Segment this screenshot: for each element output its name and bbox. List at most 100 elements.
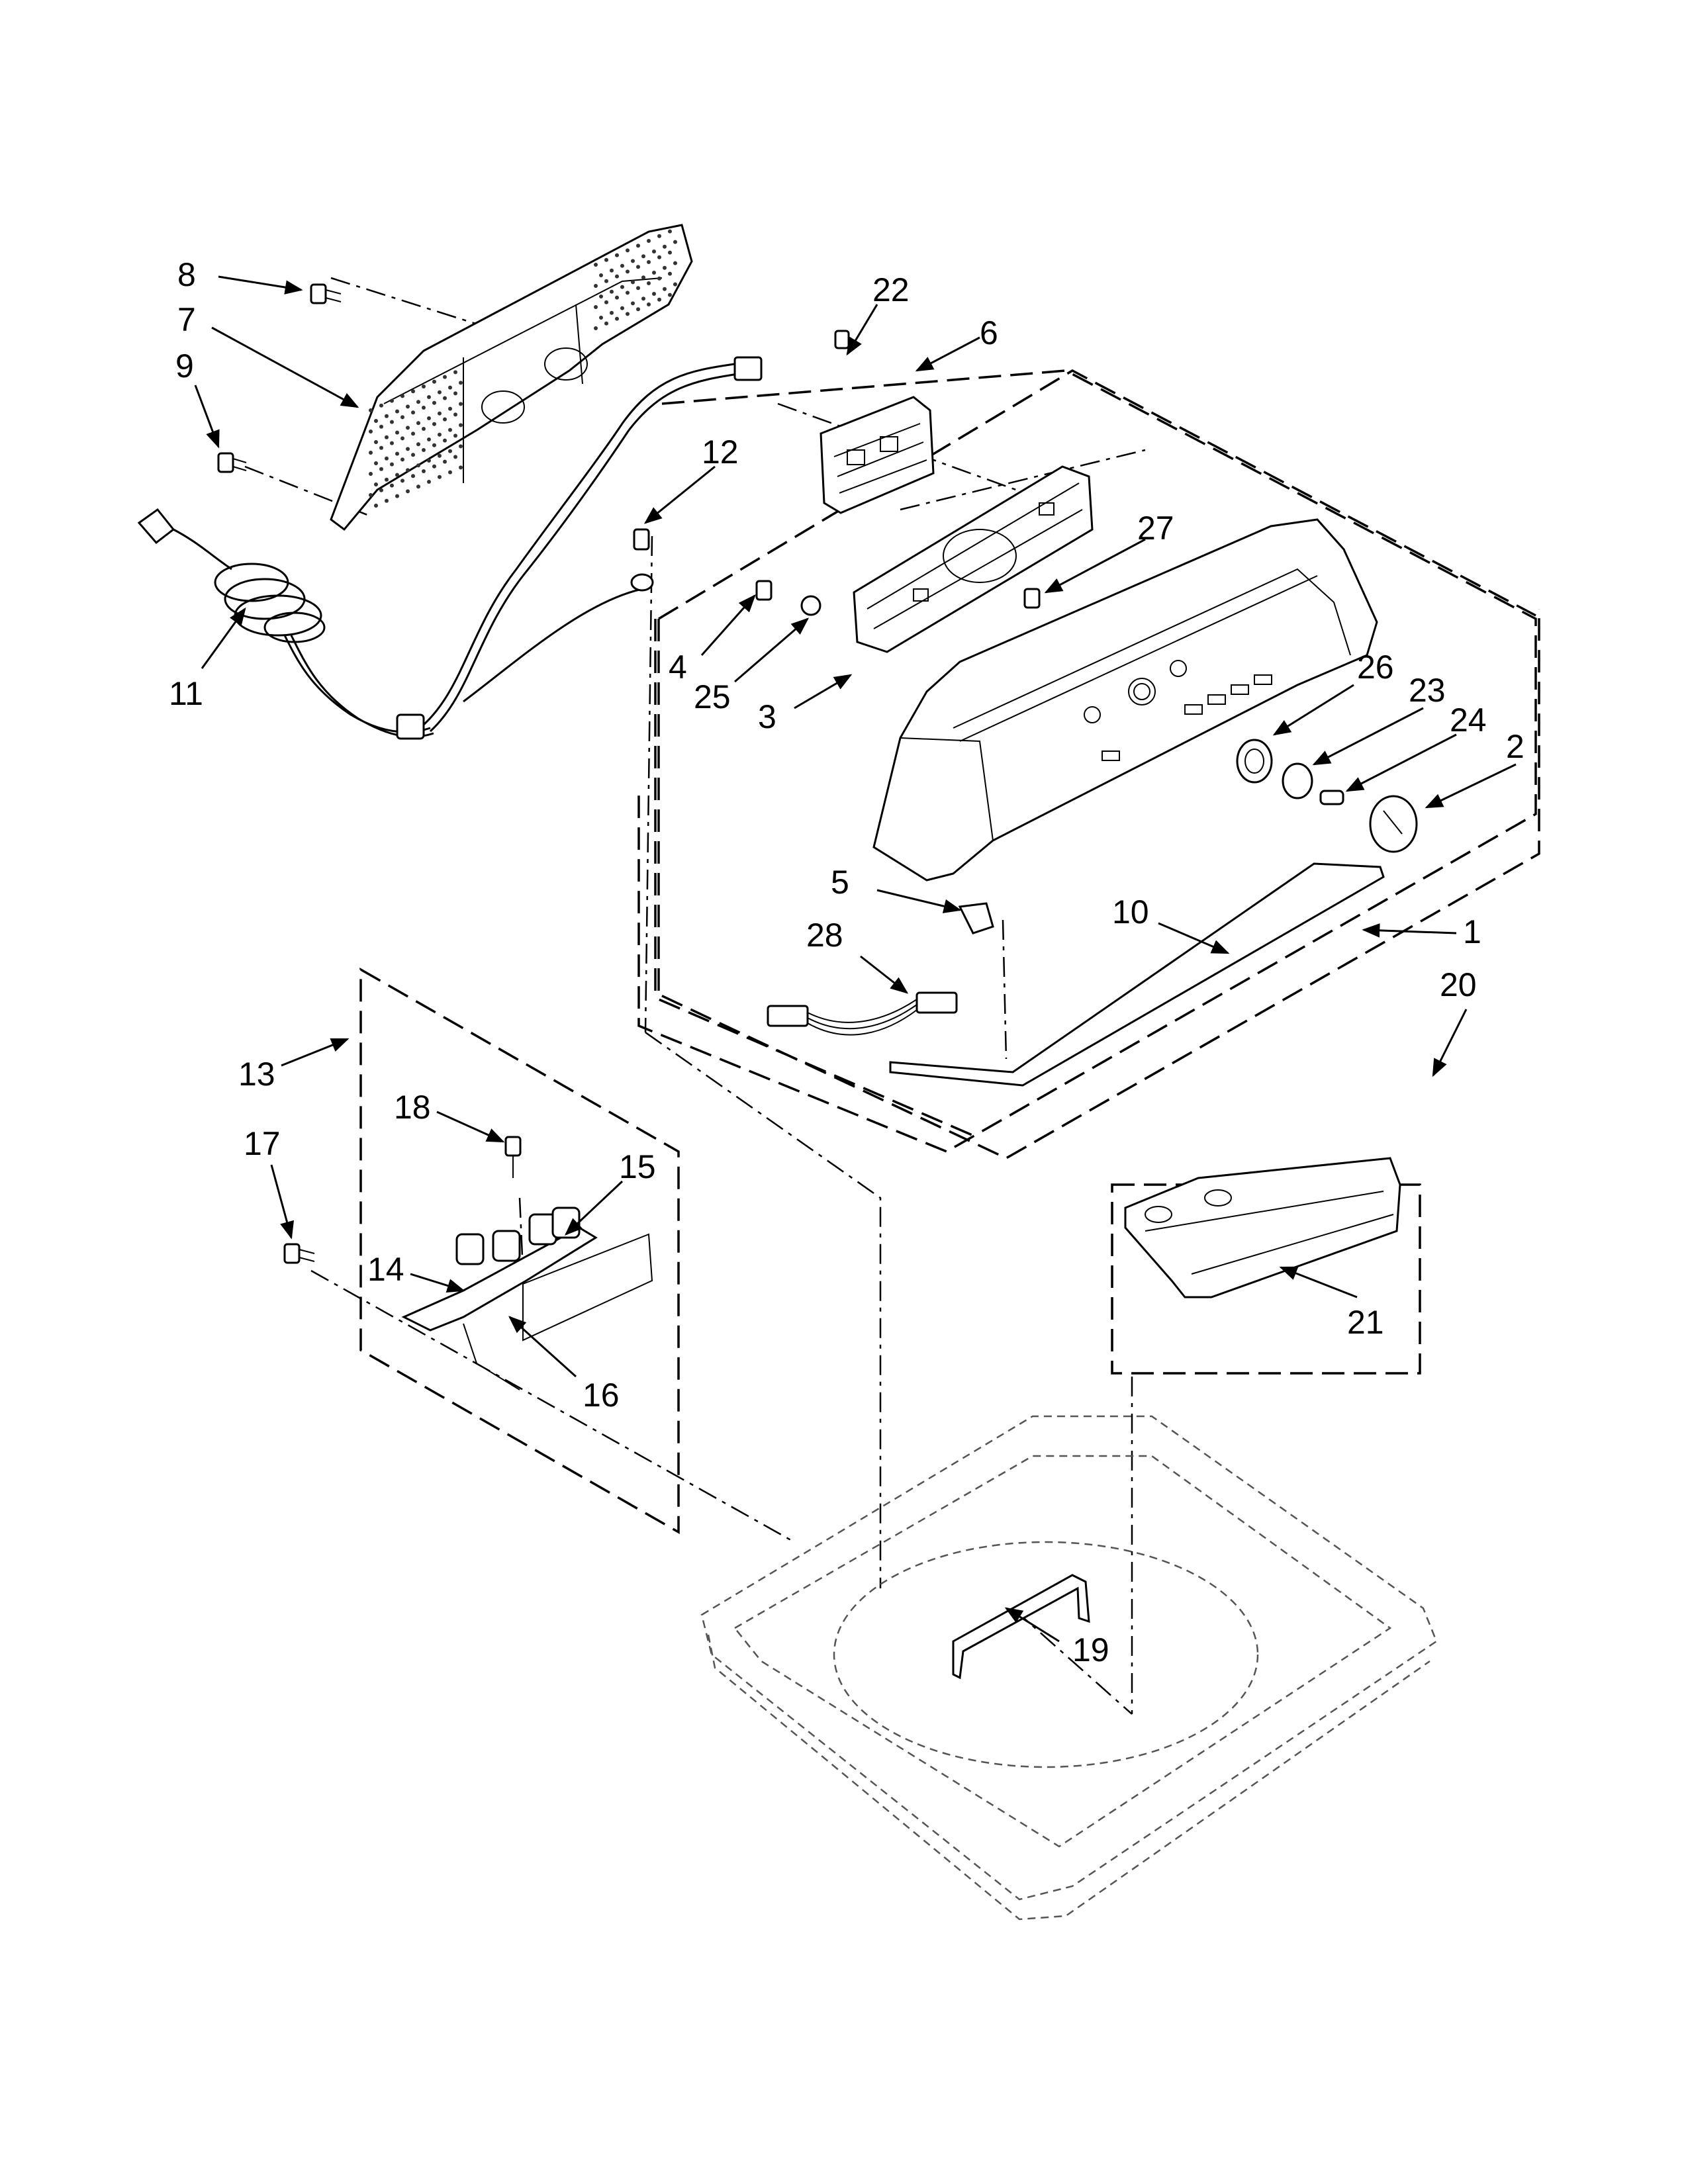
ground-screw-12-part	[630, 528, 654, 592]
callout-22: 22	[872, 271, 910, 308]
callout-27: 27	[1137, 510, 1174, 547]
console-housing-1-part	[872, 518, 1378, 882]
perforation-dot	[443, 459, 447, 464]
perforation-dot	[626, 269, 630, 274]
perforation-dot	[406, 468, 410, 473]
ui-board-3-part	[853, 465, 1094, 653]
perforation-dot	[604, 300, 608, 304]
perforation-dot	[647, 302, 651, 306]
perforation-dot	[673, 261, 677, 265]
callout-9: 9	[175, 347, 194, 385]
perforation-dot	[438, 432, 442, 437]
perforation-dot	[390, 398, 394, 403]
perforation-dot	[615, 316, 619, 321]
perforation-dot	[416, 421, 420, 426]
perforation-dot	[374, 482, 378, 486]
perforation-dot	[594, 284, 598, 288]
perforation-dot	[459, 444, 463, 449]
perforation-dot	[422, 385, 426, 388]
perforation-dot	[427, 480, 431, 484]
perforation-dot	[438, 390, 442, 394]
perforation-dot	[385, 498, 389, 503]
perforation-dot	[374, 461, 378, 465]
perforation-dot	[657, 276, 661, 281]
perforation-dot	[663, 265, 667, 270]
control-board-6-part	[820, 396, 935, 514]
perforation-dot	[615, 274, 619, 279]
perforation-dot	[390, 441, 394, 445]
callout-5: 5	[831, 864, 849, 901]
callout-18: 18	[394, 1089, 431, 1126]
perforation-dot	[411, 410, 415, 415]
perforation-dot	[422, 448, 426, 452]
knob-spring-24-part	[1319, 790, 1344, 805]
perforation-dot	[379, 488, 383, 492]
perforation-dot	[652, 250, 656, 253]
perforation-dot	[443, 438, 447, 443]
perforation-dot	[395, 409, 399, 414]
perforation-dot	[400, 415, 404, 420]
perforation-dot	[615, 253, 619, 257]
perforation-dot	[453, 455, 457, 459]
perforation-dot	[385, 435, 389, 439]
callout-28: 28	[806, 917, 843, 954]
perforation-dot	[443, 417, 447, 422]
callout-6: 6	[980, 314, 998, 351]
perforation-dot	[369, 451, 373, 455]
callout-17: 17	[244, 1125, 281, 1162]
perforation-dot	[400, 394, 404, 398]
perforation-dot	[422, 469, 426, 473]
screw-17-part	[283, 1243, 315, 1264]
callout-7: 7	[177, 301, 196, 338]
perforation-dot	[400, 436, 404, 441]
perforation-dot	[626, 291, 630, 295]
callout-1: 1	[1463, 913, 1481, 950]
screw-18-part	[504, 1136, 522, 1178]
knob-shaft-25-part	[800, 595, 821, 616]
perforation-dot	[610, 310, 614, 315]
perforation-dot	[411, 389, 415, 394]
perforation-dot	[448, 406, 452, 411]
callout-12: 12	[702, 433, 739, 471]
perforation-dot	[411, 474, 415, 478]
screw-8-part	[310, 283, 342, 304]
perforation-dot	[390, 483, 394, 488]
perforation-dot	[647, 281, 651, 285]
perforation-dot	[594, 263, 598, 267]
perforation-dot	[631, 280, 635, 285]
perforation-dot	[369, 493, 373, 497]
perforation-dot	[385, 477, 389, 482]
callout-4: 4	[669, 649, 687, 686]
alignment-lines	[244, 277, 1146, 1715]
perforation-dot	[395, 451, 399, 456]
perforation-dot	[411, 432, 415, 436]
perforation-dot	[427, 459, 431, 463]
perforation-dot	[626, 248, 630, 253]
perforation-dot	[594, 305, 598, 309]
perforation-dot	[385, 456, 389, 461]
perforation-dot	[636, 244, 640, 248]
callout-11: 11	[169, 675, 203, 712]
callout-3: 3	[758, 698, 776, 735]
callout-20: 20	[1440, 966, 1477, 1003]
perforation-dot	[647, 260, 651, 264]
perforation-dot	[416, 400, 420, 404]
perforation-dot	[400, 457, 404, 462]
perforation-dot	[438, 475, 442, 479]
perforation-dot	[432, 400, 436, 405]
perforation-dot	[663, 287, 667, 291]
perforation-dot	[668, 229, 672, 234]
perforation-dot	[652, 292, 656, 296]
perforation-dot	[620, 263, 624, 268]
perforation-dot	[374, 419, 378, 423]
clip-5-part	[958, 902, 994, 934]
screw-4-part	[755, 580, 773, 601]
perforation-dot	[427, 437, 431, 441]
cabinet-top-outline	[700, 1415, 1438, 1921]
perforation-dot	[459, 402, 463, 406]
knob-bezel-26-part	[1236, 739, 1273, 784]
perforation-dot	[620, 306, 624, 310]
valve-assembly-box	[359, 967, 680, 1535]
perforation-dot	[448, 428, 452, 432]
perforation-dot	[604, 257, 608, 262]
